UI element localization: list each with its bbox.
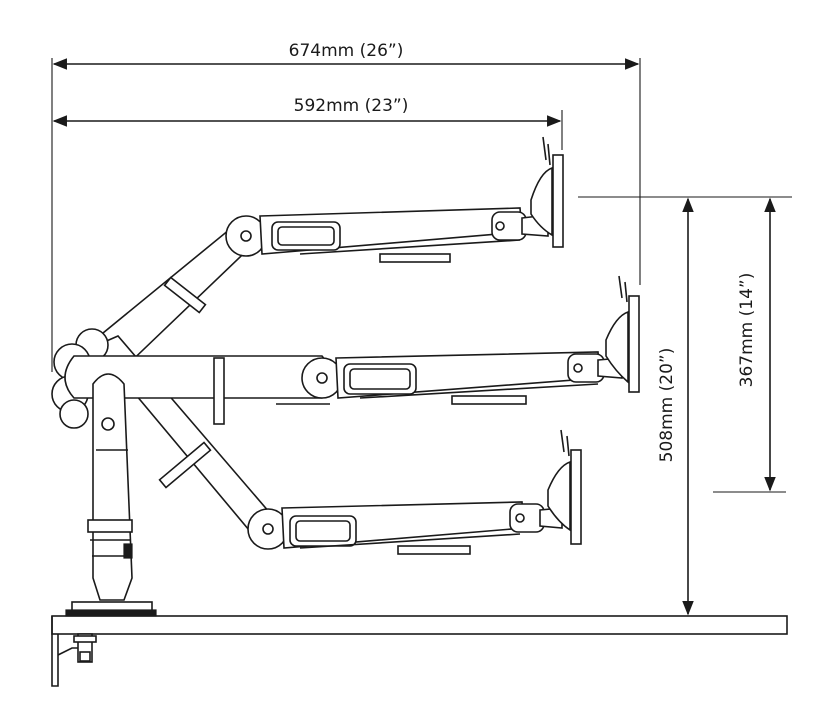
desk-clamp [51,616,97,687]
arm-position-middle [51,275,640,429]
dimension-height-range: 367mm (14”) [713,197,786,493]
reach-label: 592mm (23”) [294,96,409,116]
max-height-label: 508mm (20”) [657,348,677,463]
height-range-label: 367mm (14”) [737,273,757,388]
desk [51,615,788,635]
mounting-pole [65,373,157,617]
dimension-max-height: 508mm (20”) [578,196,792,616]
arm-position-upper [68,136,564,373]
dimension-reach: 592mm (23”) [52,96,563,150]
dimension-total-reach: 674mm (26”) [51,41,641,372]
total-reach-label: 674mm (26”) [289,41,404,61]
